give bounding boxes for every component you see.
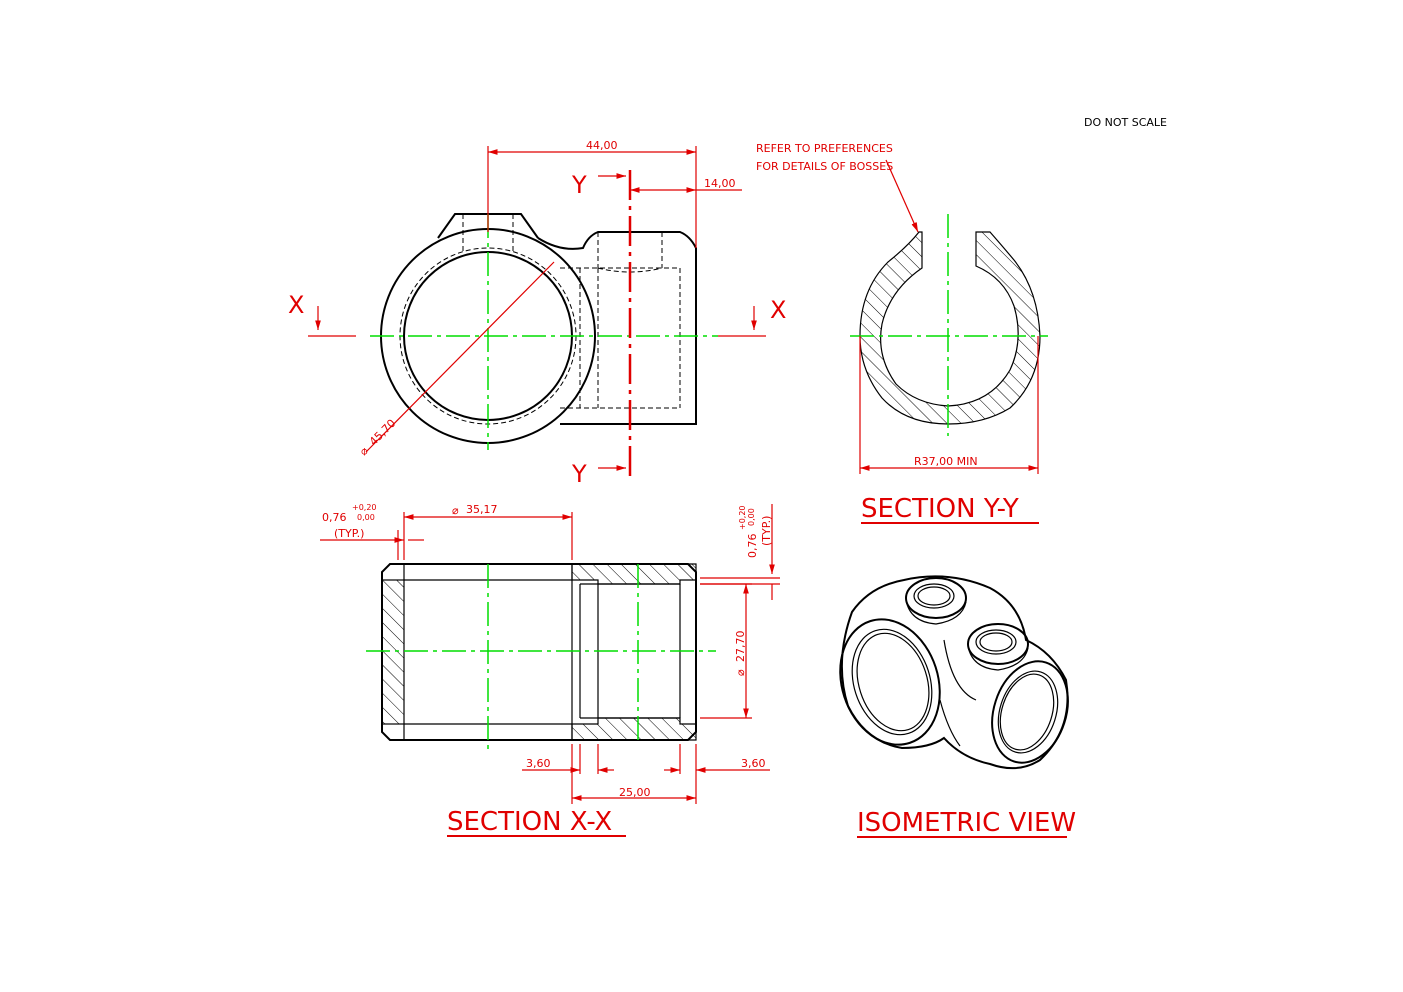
dim-lip-left: 0,76	[322, 511, 347, 524]
typ-left: (TYP.)	[334, 527, 364, 540]
dim-boss-offset: 14,00	[704, 177, 736, 190]
dim-branch-length: 25,00	[619, 786, 651, 799]
dim-wall-right: 3,60	[741, 757, 766, 770]
section-marker-y-top: Y	[571, 171, 587, 199]
typ-right: (TYP.)	[760, 516, 773, 546]
section-marker-y-bottom: Y	[571, 460, 587, 488]
section-marker-x-left: X	[288, 291, 304, 319]
section-yy-title: SECTION Y-Y	[861, 494, 1019, 524]
front-view	[308, 146, 766, 478]
tol-plus-right: +0,20	[738, 505, 747, 530]
dim-wall-left: 3,60	[526, 757, 551, 770]
dim-inner-diameter: 27,70	[734, 631, 747, 663]
tol-plus-left: +0,20	[352, 503, 377, 512]
note-preferences-line2: FOR DETAILS OF BOSSES	[756, 160, 893, 173]
diameter-symbol-icon: ⌀	[734, 669, 747, 676]
diameter-symbol-icon: ⌀	[452, 504, 459, 517]
isometric-view	[839, 575, 1069, 770]
dim-outer-diameter: 45,70	[367, 417, 398, 448]
dim-overall-width: 44,00	[586, 139, 618, 152]
tol-zero-right: 0,00	[747, 508, 756, 526]
note-preferences-line1: REFER TO PREFERENCES	[756, 142, 893, 155]
isometric-view-title: ISOMETRIC VIEW	[857, 808, 1076, 838]
section-xx-title: SECTION X-X	[447, 807, 612, 837]
section-yy-view	[850, 159, 1048, 474]
diameter-symbol-icon: ⌀	[357, 444, 371, 458]
dim-radius-min: R37,00 MIN	[914, 455, 978, 468]
dim-lip-right: 0,76	[746, 534, 759, 559]
do-not-scale-note: DO NOT SCALE	[1084, 116, 1167, 129]
section-xx-view	[320, 504, 780, 804]
section-marker-x-right: X	[770, 296, 786, 324]
tol-zero-left: 0,00	[357, 513, 375, 522]
dim-bore-diameter: 35,17	[466, 503, 498, 516]
